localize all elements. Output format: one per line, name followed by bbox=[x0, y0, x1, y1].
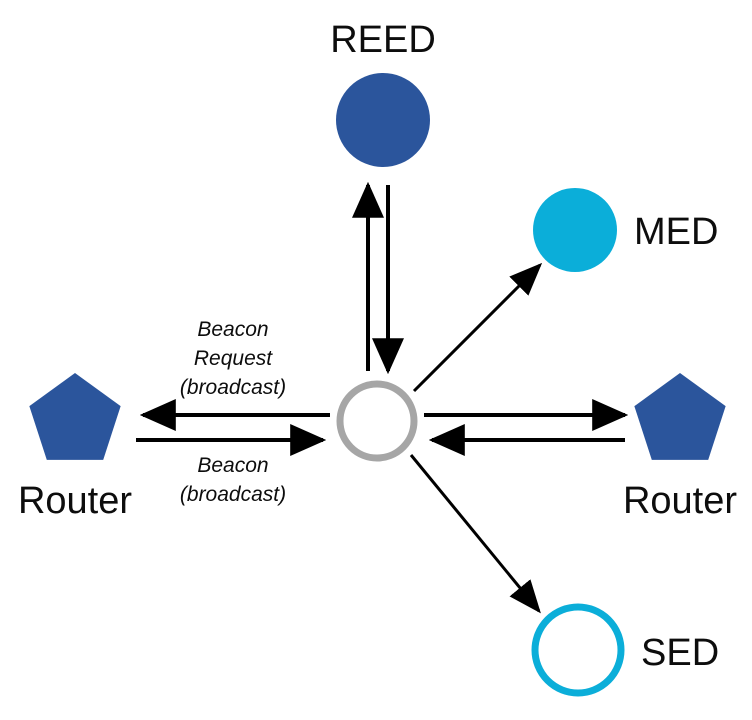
node-label-router-right: Router bbox=[623, 480, 737, 522]
node-shape-sed[interactable] bbox=[531, 603, 625, 697]
edges-layer bbox=[136, 181, 629, 614]
beacon-label-line-0: Beacon bbox=[197, 454, 268, 477]
node-shape-med[interactable] bbox=[533, 188, 617, 272]
node-label-med: MED bbox=[634, 211, 718, 253]
beacon-label-line-1: (broadcast) bbox=[180, 483, 286, 506]
beacon-request-label-line-2: (broadcast) bbox=[180, 376, 286, 399]
edge-center-to-med bbox=[412, 262, 543, 393]
node-shape-reed[interactable] bbox=[336, 73, 430, 167]
nodes-layer: REED MED SED Router Router bbox=[18, 19, 737, 697]
node-shape-center[interactable] bbox=[336, 380, 418, 462]
node-shape-router-right[interactable] bbox=[634, 373, 726, 460]
node-label-router-left: Router bbox=[18, 480, 132, 522]
node-shape-router-left[interactable] bbox=[29, 373, 121, 460]
beacon-label: Beacon (broadcast) bbox=[180, 454, 286, 506]
node-label-sed: SED bbox=[641, 632, 719, 674]
edge-center-to-sed bbox=[409, 454, 541, 614]
beacon-request-label-line-0: Beacon bbox=[197, 318, 268, 341]
node-label-reed: REED bbox=[330, 19, 436, 61]
beacon-request-label-line-1: Request bbox=[194, 347, 273, 370]
